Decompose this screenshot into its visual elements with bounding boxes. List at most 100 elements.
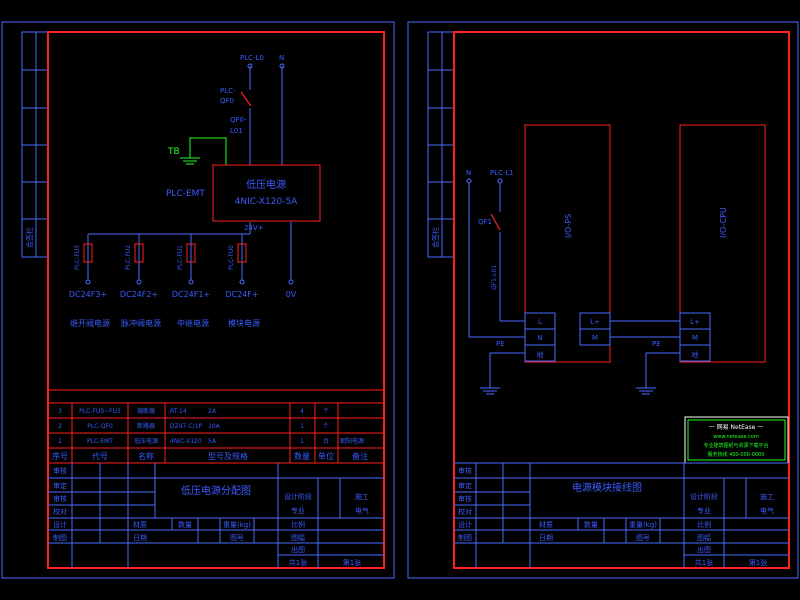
load-label-4: 模块电源 [228,318,260,328]
tb-construction: 施工 [355,492,369,501]
stamp-line-2: 专业建筑图纸与资源下载平台 [703,442,768,449]
bom-header-qty: 数量 [294,451,310,461]
left-top-n-label: N [279,54,284,62]
right-switch-blade [490,213,501,231]
right-drawing-title: 电源模块接线图 [572,481,642,494]
left-wire-label-1: QF0- [230,116,247,124]
terminal-label-f3: DC24F3+ [69,290,107,299]
stamp-line-3: 服务热线 400-000-0000 [707,451,764,458]
terminal-label-0v: 0V [286,290,297,299]
right-terminal-plc: PLC-L1 [490,169,514,177]
right-wiring [466,178,680,395]
tb-sheet-size: 图幅 [291,533,305,542]
bom-header-unit: 单位 [318,451,334,461]
fuse-fu2 [134,243,144,263]
stamp-sub: www.netease.com [713,434,759,440]
tb-weight: 重量(kg) [223,521,251,529]
port-cpu-ground: 地 [692,350,699,359]
left-schematic [87,66,292,280]
fuse-fu0 [237,243,247,263]
left-title-block-text: 审核 审定 审核 校对 设计 制图 材质 数量 重量(kg) 日期 图号 设计阶… [53,466,369,567]
rtb-material: 材质 [539,520,553,529]
bom-rows: 3 PLC-FU0~FU3 熔断器 RT-14 2A 4 个 2 PLC-QF0… [58,407,364,445]
fuse-fu3 [83,243,93,263]
right-terminal-n: N [466,169,471,177]
tb-quantity: 数量 [178,520,192,529]
fuse-label-fu2: PLC-FU2 [125,245,132,270]
module-io-ps [524,124,611,363]
bom-row-spec: DZ47-C/1P [170,423,203,430]
tb-issue: 出图 [291,545,305,554]
bom-row-spec2: 2A [208,408,217,415]
tb-role-4: 校对 [53,507,67,516]
bom-row-unit: 台 [323,437,329,445]
bom-row-unit: 个 [323,423,329,430]
left-outer-border [1,21,395,579]
bom-header-spec: 型号及规格 [208,451,248,461]
port-ps-lplus: L+ [590,318,600,326]
right-title-block-lines [454,462,789,568]
port-ps-m: M [592,334,598,342]
right-sheet [407,21,799,579]
tb-role-1: 审核 [53,466,67,475]
port-cpu-m: M [692,334,698,342]
bom-row-qty: 4 [300,408,304,415]
right-pe-label-2: PE [652,340,661,348]
right-switch-label: QF1 [478,218,492,226]
tb-discipline: 专业 [291,506,305,515]
bom-row-spec2: 10A [208,423,221,430]
load-label-1: 继开阀电源 [70,318,110,328]
bom-row-code: PLC-EMT [87,438,113,445]
fuse-group [83,243,247,263]
left-red-frame [47,31,385,569]
fuse-label-fu1: PLC-FU1 [177,245,184,270]
fuse-label-fu0: PLC-FU0 [228,245,235,270]
tb-total-sheets: 共1张 [289,558,307,567]
bom-header-no: 序号 [52,451,68,461]
bom-row-name: 熔断器 [137,407,155,415]
rtb-total-sheets: 共1张 [695,558,713,567]
module-io-cpu [679,124,766,363]
rtb-drawing-no: 图号 [636,534,650,542]
load-label-2: 脉冲阀电源 [121,318,161,328]
fuse-label-fu3: PLC-FU3 [74,245,81,270]
left-wire-label-2: L01 [230,127,243,135]
port-labels: L N 地 L+ M L+ M 地 [537,318,701,359]
tb-electrical: 电气 [355,506,369,515]
tb-label: TB [167,147,180,157]
tb-ground-wire [180,137,227,165]
left-top-terminal-n [279,63,285,69]
rtb-issue: 出图 [697,545,711,554]
bom-header-note: 备注 [352,451,368,461]
rtb-role-5: 设计 [458,520,472,529]
bom-header-name: 名称 [138,451,154,461]
fuse-fu1 [186,243,196,263]
left-switch-label-2: QF0 [220,97,234,105]
bom-table-lines [48,389,384,464]
rtb-role-6: 制图 [458,533,472,542]
tb-role-6: 制图 [53,533,67,542]
bom-row-name: 低压电源 [134,437,158,445]
tb-design-stage: 设计阶段 [284,492,312,501]
rtb-date: 日期 [539,534,553,542]
tb-material: 材质 [133,520,147,529]
bom-header: 序号 代号 名称 型号及规格 数量 单位 备注 [52,451,368,461]
port-ps-l: L [538,318,542,326]
dc-bus-label: 24V+ [244,224,264,232]
left-switch-label-1: PLC- [220,87,236,95]
bom-row-code: PLC-QF0 [87,423,113,430]
bom-row-unit: 个 [323,408,329,415]
port-cpu-lplus: L+ [690,318,700,326]
rtb-role-2: 审定 [458,481,472,490]
rtb-role-3: 审核 [458,494,472,503]
left-drawing-title: 低压电源分配图 [181,484,251,497]
bom-row-spec: 4NIC-X120 [170,438,202,445]
terminal-label-f: DC24F+ [225,290,258,299]
rtb-construction: 施工 [760,492,774,501]
tb-date: 日期 [133,534,147,542]
right-title-block-text: 审核 审定 审核 校对 设计 制图 材质 数量 重量(kg) 日期 图号 设计阶… [458,466,774,567]
bom-row-spec: RT-14 [170,408,187,415]
output-terminals [85,279,294,285]
rtb-design-stage: 设计阶段 [690,492,718,501]
